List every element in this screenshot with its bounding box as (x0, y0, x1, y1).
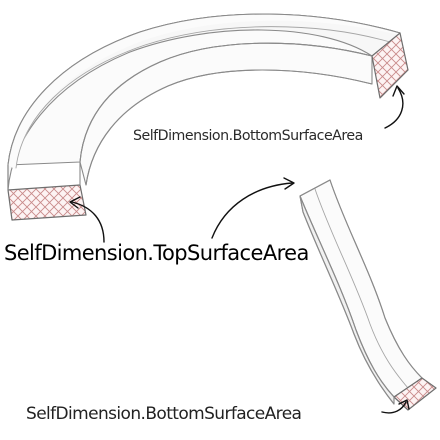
arrow-beam-top-head (283, 177, 295, 190)
arrow-top-surface-head (69, 196, 81, 209)
arrows (69, 85, 410, 414)
bottom-surface-label-beam: SelfDimension.BottomSurfaceArea (26, 404, 302, 424)
arrow-bottom-surface-beam (381, 401, 407, 414)
arrow-bottom-surface-beam-head (398, 399, 410, 410)
arch-inner-bottom-edge (85, 69, 373, 186)
beam-member (299, 179, 437, 411)
beam-top-face (299, 179, 423, 398)
arch-inner-top-edge (79, 42, 373, 163)
arch-mid-edge (15, 26, 391, 169)
beam-left-edge (299, 195, 395, 398)
arrow-bottom-surface-arc-head (392, 85, 405, 97)
arch-top-face-overlay (8, 14, 404, 171)
beam-lower-edge (302, 211, 395, 405)
top-surface-label: SelfDimension.TopSurfaceArea (4, 241, 309, 265)
arrow-bottom-surface-arc (384, 87, 404, 129)
beam-right-edge (329, 179, 423, 379)
curved-member (7, 13, 409, 221)
arch-left-section (7, 184, 87, 221)
beam-top-end-vertical (299, 195, 304, 213)
arrow-beam-top (211, 182, 293, 239)
arrow-top-surface (71, 201, 105, 243)
bottom-surface-label-arc: SelfDimension.BottomSurfaceArea (133, 128, 363, 144)
arch-right-section (371, 32, 409, 99)
beam-mid-edge (314, 188, 409, 389)
arch-outer-top-edge (7, 13, 401, 166)
beam-top-end-edge (299, 179, 331, 197)
